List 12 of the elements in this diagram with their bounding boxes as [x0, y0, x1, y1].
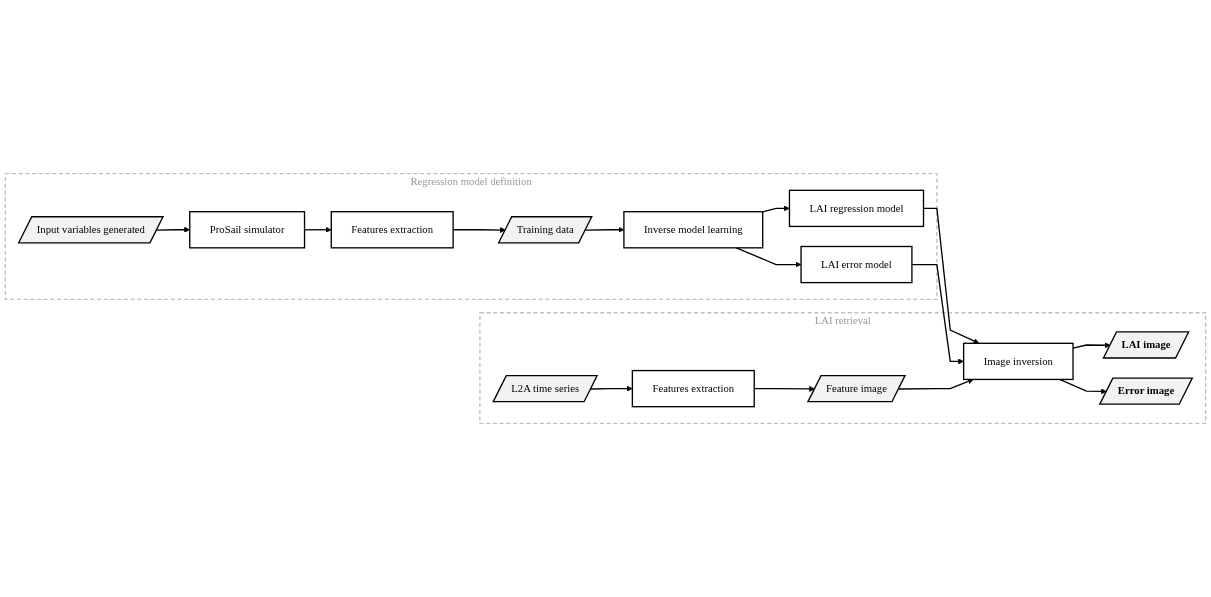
node-box: Features extraction	[330, 211, 454, 249]
node-box: LAI regression model	[788, 189, 925, 228]
node-box: Image inversion	[962, 342, 1074, 381]
node-box: LAI error model	[800, 245, 913, 284]
arrow	[1058, 378, 1107, 395]
node-box: Features extraction	[631, 369, 755, 408]
arrow	[762, 205, 790, 213]
arrow	[590, 385, 633, 392]
arrow	[911, 263, 964, 365]
arrow	[898, 378, 974, 390]
node-box: Inverse model learning	[623, 211, 764, 249]
node-box: ProSail simulator	[189, 211, 306, 249]
